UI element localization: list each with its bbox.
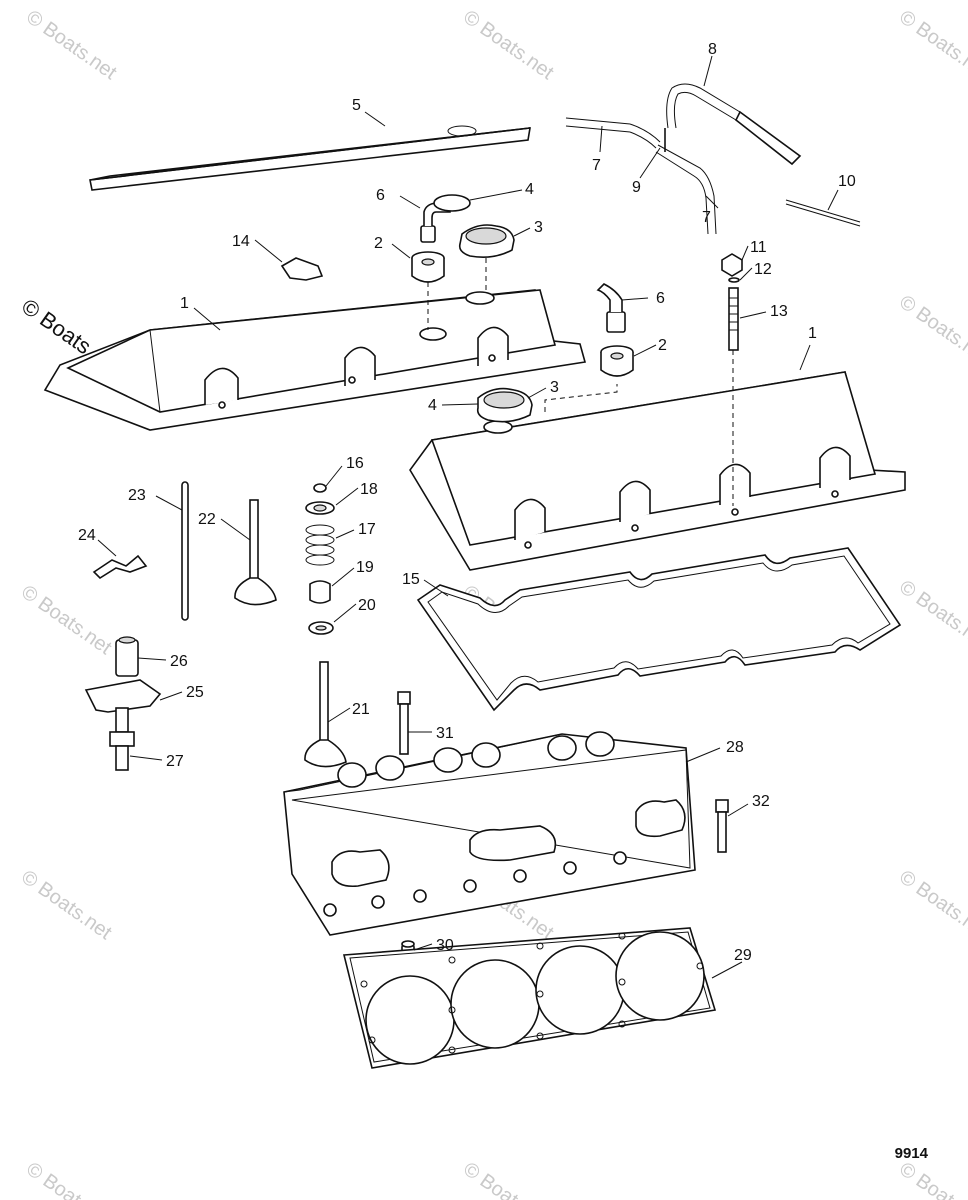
callout-label: 18	[360, 481, 378, 498]
part-bolt	[715, 799, 729, 853]
callout-label: 6	[376, 187, 385, 204]
callout-label: 11	[750, 239, 767, 256]
callout-label: 1	[808, 325, 817, 342]
part-rocker-stud	[109, 707, 135, 771]
leader-lines	[97, 55, 839, 979]
callout-label: 14	[232, 233, 250, 250]
callout-label: 21	[352, 701, 370, 718]
watermark: © Boats.net	[895, 291, 968, 369]
callout-label: 20	[358, 597, 376, 614]
callout-label: 7	[592, 157, 601, 174]
callout-label: 17	[358, 521, 376, 538]
callout-label: 2	[374, 235, 383, 252]
callout-labels: 1 1 2 2 3 3 4 4 5 6 6 7 7 8 9 10 11 12 1…	[78, 41, 856, 964]
part-baffle-plate	[89, 125, 531, 191]
callout-label: 4	[525, 181, 534, 198]
callout-label: 3	[534, 219, 543, 236]
callout-label: 5	[352, 97, 361, 114]
callout-label: 1	[180, 295, 189, 312]
callout-label: 23	[128, 487, 146, 504]
part-lifter	[115, 636, 139, 677]
callout-label: 9	[632, 179, 641, 196]
part-push-rod	[181, 481, 189, 621]
callout-label: 28	[726, 739, 744, 756]
callout-label: 31	[436, 725, 454, 742]
watermark: © Boats.net	[459, 6, 558, 84]
part-valve-cover-left	[43, 289, 587, 431]
callout-label: 27	[166, 753, 184, 770]
watermark: © Boats.net	[17, 581, 116, 659]
watermark: © Boats.net	[22, 6, 121, 84]
watermark: © Boats.net	[895, 866, 968, 944]
watermark: © Boats.net	[895, 1158, 968, 1200]
part-valve-spring-stack	[305, 483, 335, 635]
watermark: © Boats.net	[17, 866, 116, 944]
callout-label: 8	[708, 41, 717, 58]
callout-label: 3	[550, 379, 559, 396]
callout-label: 30	[436, 937, 454, 954]
callout-label: 32	[752, 793, 770, 810]
callout-label: 22	[198, 511, 216, 528]
callout-label: 10	[838, 173, 856, 190]
part-stud-assembly	[721, 253, 743, 351]
part-seal	[433, 194, 471, 212]
callout-label: 15	[402, 571, 420, 588]
part-valve	[234, 499, 277, 606]
part-valve-cover-right	[409, 371, 906, 571]
callout-label: 2	[658, 337, 667, 354]
part-cylinder-head	[283, 731, 696, 936]
figure-number: 9914	[894, 1145, 928, 1162]
part-rocker-arm	[84, 679, 162, 713]
callout-label: 16	[346, 455, 364, 472]
part-guide-plate	[92, 554, 148, 580]
callout-label: 26	[170, 653, 188, 670]
callout-label: 24	[78, 527, 96, 544]
part-elbow-fitting	[596, 283, 626, 333]
part-clip	[280, 257, 324, 281]
part-bolt	[397, 691, 411, 755]
watermark: © Boats.net	[895, 6, 968, 84]
callout-label: 13	[770, 303, 788, 320]
part-oil-fill-cap	[458, 224, 515, 258]
part-head-gasket	[342, 927, 717, 1069]
watermark: © Boats.net	[459, 1158, 558, 1200]
callout-label: 12	[754, 261, 772, 278]
part-grommet	[411, 251, 445, 283]
part-valve-cover-gasket	[416, 547, 902, 712]
part-hoses	[565, 83, 861, 235]
assembly-lines	[427, 258, 734, 506]
part-oil-fill-cap	[476, 387, 533, 423]
part-valve	[304, 661, 347, 768]
part-grommet	[600, 345, 634, 377]
watermark: © Boats.net	[895, 576, 968, 654]
callout-label: 25	[186, 684, 204, 701]
callout-label: 29	[734, 947, 752, 964]
callout-label: 4	[428, 397, 437, 414]
watermark: © Boats.net	[22, 1158, 121, 1200]
callout-label: 6	[656, 290, 665, 307]
callout-label: 7	[702, 209, 711, 226]
callout-label: 19	[356, 559, 374, 576]
